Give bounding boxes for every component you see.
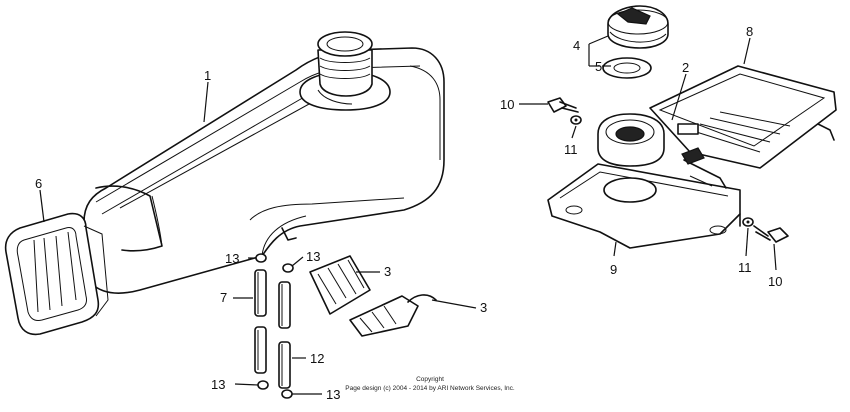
clip-upper-left — [255, 253, 267, 263]
pin-lower-right — [278, 341, 291, 389]
fuel-cap — [607, 5, 669, 49]
pin-upper-left — [254, 269, 267, 317]
washer-lower — [742, 217, 754, 227]
air-cleaner-box — [649, 65, 837, 169]
fuel-tank — [83, 31, 445, 294]
callout-7: 7 — [220, 290, 227, 305]
callout-5: 5 — [595, 59, 602, 74]
filter-bellows — [4, 212, 109, 336]
grommet-lower — [349, 294, 437, 337]
callout-6: 6 — [35, 176, 42, 191]
pin-upper-right — [278, 281, 291, 329]
copyright-title: Copyright — [416, 376, 444, 383]
pin-lower-left — [254, 326, 267, 374]
callout-13-lower-left: 13 — [211, 377, 225, 392]
copyright-line: Page design (c) 2004 - 2014 by ARI Netwo… — [345, 385, 515, 392]
clip-lower-left — [257, 380, 269, 390]
bolt-lower — [753, 225, 789, 243]
filler-skirt — [597, 113, 665, 167]
callout-labels: 1 2 3 3 4 5 6 7 8 9 10 10 11 11 12 13 13… — [35, 24, 782, 402]
callout-3-upper: 3 — [384, 264, 391, 279]
callout-10-upper: 10 — [500, 97, 514, 112]
callout-2: 2 — [682, 60, 689, 75]
callout-12: 12 — [310, 351, 324, 366]
callout-1: 1 — [204, 68, 211, 83]
clip-upper-right — [282, 263, 294, 273]
callout-9: 9 — [610, 262, 617, 277]
callout-13-upper-right: 13 — [306, 249, 320, 264]
leader-lines — [39, 35, 777, 395]
clip-lower-right — [281, 389, 293, 399]
callout-13-upper-left: 13 — [225, 251, 239, 266]
bolt-upper — [547, 97, 579, 113]
callout-11-lower: 11 — [738, 260, 752, 275]
mounting-plate — [547, 159, 741, 249]
callout-8: 8 — [746, 24, 753, 39]
callout-11-upper: 11 — [564, 142, 578, 157]
copyright-notice: Copyright Page design (c) 2004 - 2014 by… — [345, 376, 515, 392]
cap-gasket — [602, 57, 652, 79]
callout-3-lower: 3 — [480, 300, 487, 315]
callout-10-lower: 10 — [768, 274, 782, 289]
grommet-upper — [309, 255, 371, 315]
callout-13-lower-right: 13 — [326, 387, 340, 402]
washer-upper — [570, 115, 582, 125]
callout-4: 4 — [573, 38, 580, 53]
